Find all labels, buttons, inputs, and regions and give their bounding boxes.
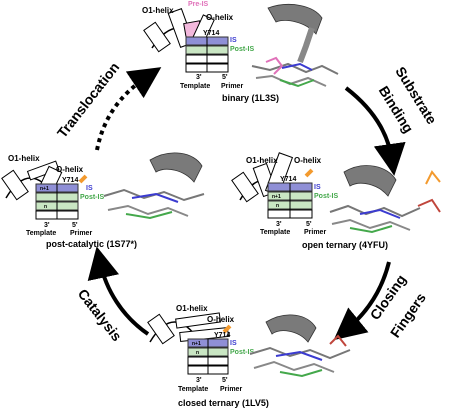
binary-schematic: O1-helix Pre-IS O-helix Y714 IS Post-IS … <box>142 1 254 90</box>
closed-nplus1-label: n+1 <box>192 341 201 347</box>
post-post-is-label: Post-IS <box>80 194 104 201</box>
translocation-label: Translocation <box>54 59 123 141</box>
open-5prime-label: 5' <box>306 221 312 228</box>
binary-is-label: IS <box>230 37 237 44</box>
open-o1-helix-label: O1-helix <box>246 156 278 165</box>
post-3prime-label: 3' <box>44 222 50 229</box>
post-catalytic-state-label: post-catalytic (1S77*) <box>46 239 137 249</box>
catalysis-label: Catalysis <box>75 286 126 344</box>
open-ternary-structure-image <box>329 165 441 234</box>
closed-o-helix-label: O-helix <box>207 315 235 324</box>
closed-o1-helix-label: O1-helix <box>176 304 208 313</box>
open-n-label: n <box>276 203 279 209</box>
open-post-is-label: Post-IS <box>314 193 338 200</box>
closed-template-label: Template <box>178 386 208 393</box>
post-o1-helix-label: O1-helix <box>8 154 40 163</box>
binary-y714-label: Y714 <box>203 30 219 37</box>
open-primer-label: Primer <box>304 229 326 236</box>
binary-template-label: Template <box>180 83 210 90</box>
closed-5prime-label: 5' <box>222 377 228 384</box>
open-o-helix-label: O-helix <box>294 156 322 165</box>
post-catalytic-structure-image <box>103 152 205 220</box>
catalysis-arrow <box>87 246 150 336</box>
binary-o-helix-label: O-helix <box>206 13 234 22</box>
binary-pre-is-label: Pre-IS <box>188 1 209 8</box>
binary-state-label: binary (1L3S) <box>222 93 279 103</box>
post-n-label: n <box>44 204 47 210</box>
post-nplus1-label: n+1 <box>40 186 49 192</box>
binary-post-is-label: Post-IS <box>230 46 254 53</box>
binary-3prime-label: 3' <box>196 74 202 81</box>
open-nplus1-label: n+1 <box>272 194 281 200</box>
binary-5prime-label: 5' <box>222 74 228 81</box>
open-template-label: Template <box>260 229 290 236</box>
closed-3prime-label: 3' <box>196 377 202 384</box>
closed-n-label: n <box>196 350 199 356</box>
open-y714-label: Y714 <box>280 176 296 183</box>
binary-primer-label: Primer <box>221 83 243 90</box>
substrate-binding-arrow <box>344 86 406 176</box>
closed-primer-label: Primer <box>220 386 242 393</box>
translocation-arrow <box>95 67 162 151</box>
binary-o1-helix-label: O1-helix <box>142 6 174 15</box>
post-template-label: Template <box>26 230 56 237</box>
post-is-label: IS <box>86 185 93 192</box>
closed-post-is-label: Post-IS <box>230 349 254 356</box>
post-o-helix-label: O-helix <box>56 165 84 174</box>
open-ternary-state-label: open ternary (4YFU) <box>302 240 388 250</box>
binary-structure-image <box>251 4 339 88</box>
closed-y714-label: Y714 <box>214 332 230 339</box>
closed-ternary-structure-image <box>249 314 351 378</box>
fingers-closing-arrow <box>333 261 391 341</box>
closed-ternary-state-label: closed ternary (1LV5) <box>178 398 269 408</box>
post-catalytic-schematic: O1-helix O-helix Y714 IS Post-IS n+1 n 3… <box>1 154 104 237</box>
closed-is-label: IS <box>230 340 237 347</box>
open-ternary-schematic: O1-helix O-helix Y714 IS Post-IS n+1 n 3… <box>231 152 338 236</box>
post-y714-label: Y714 <box>62 177 78 184</box>
post-5prime-label: 5' <box>72 222 78 229</box>
open-is-label: IS <box>314 184 321 191</box>
open-3prime-label: 3' <box>276 221 282 228</box>
closed-ternary-schematic: O1-helix O-helix Y714 IS Post-IS n+1 n 3… <box>147 304 254 393</box>
post-primer-label: Primer <box>70 230 92 237</box>
